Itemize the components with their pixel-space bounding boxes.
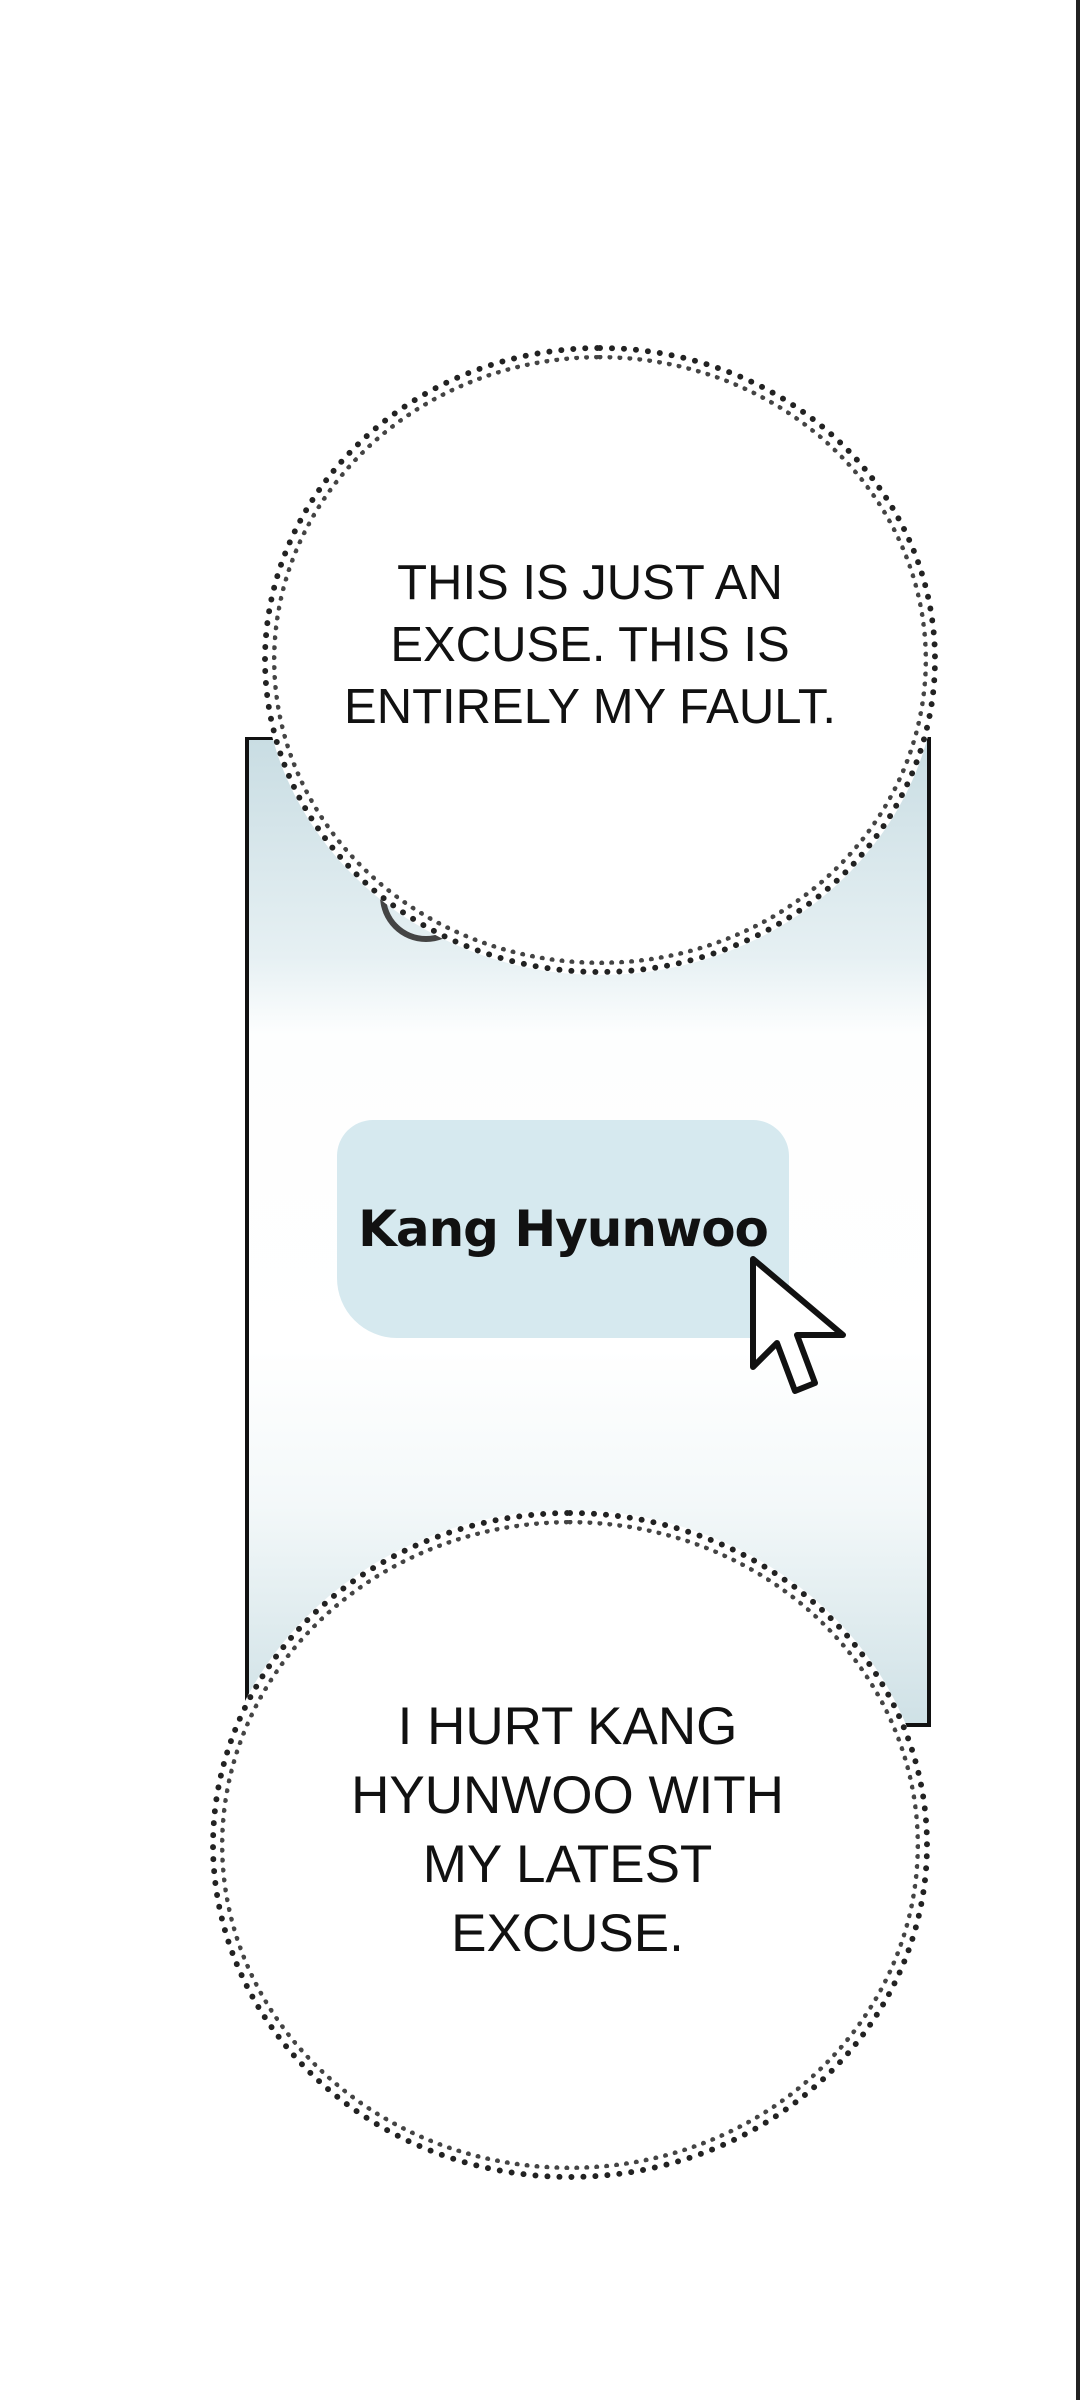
bubble-line: I HURT KANG [397,1697,738,1756]
button-label: Kang Hyunwoo [358,1200,769,1258]
kang-hyunwoo-button[interactable]: Kang Hyunwoo [337,1120,789,1338]
mouse-pointer-icon [750,1256,846,1394]
speech-bubble-top: THIS IS JUST AN EXCUSE. THIS IS ENTIRELY… [262,345,938,975]
bubble-line: EXCUSE. [451,1904,684,1963]
bubble-line: MY LATEST [422,1835,713,1894]
bubble-line: HYUNWOO WITH [351,1766,784,1825]
page-edge-divider [1076,0,1080,2400]
bubble-line: THIS IS JUST AN [397,556,783,610]
bubble-text: THIS IS JUST AN EXCUSE. THIS IS ENTIRELY… [340,552,840,738]
speech-bubble-bottom: I HURT KANG HYUNWOO WITH MY LATEST EXCUS… [210,1510,930,2180]
bubble-line: EXCUSE. THIS IS [390,618,790,672]
bubble-text: I HURT KANG HYUNWOO WITH MY LATEST EXCUS… [328,1692,808,1968]
bubble-line: ENTIRELY MY FAULT. [344,680,836,734]
